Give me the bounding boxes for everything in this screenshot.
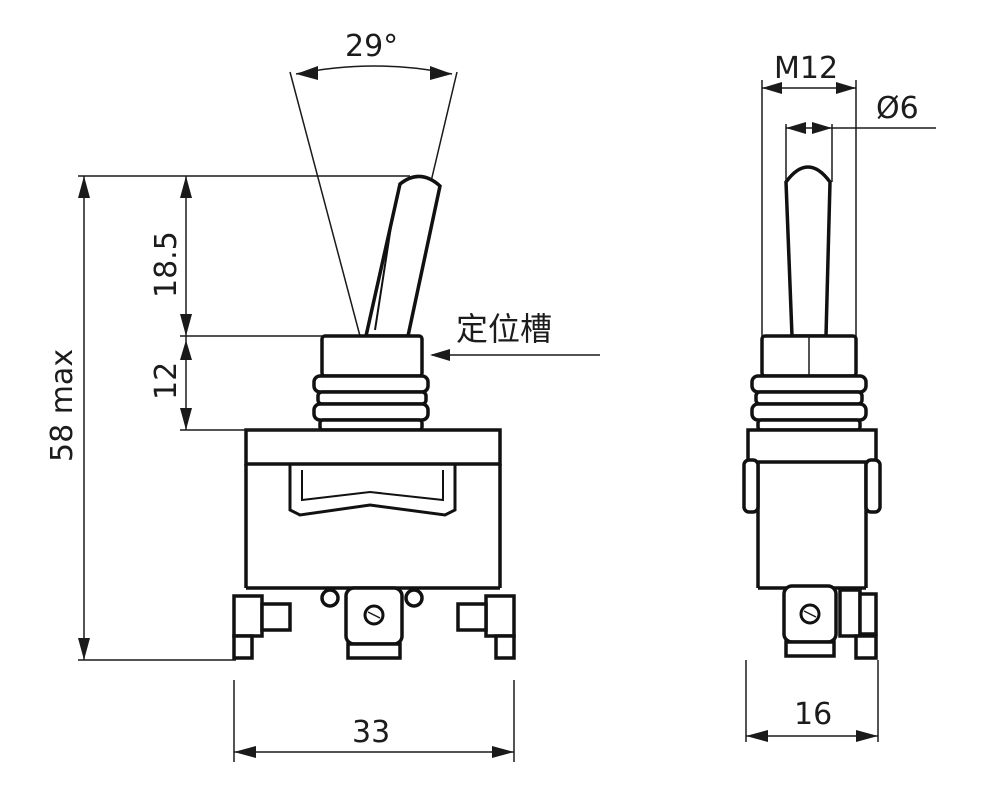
bushing [312, 334, 430, 432]
side-terminals [782, 584, 878, 660]
angle-label: 29° [345, 29, 398, 64]
toggle-lever [363, 174, 442, 338]
side-bushing [750, 334, 868, 432]
side-view: M12 Ø6 16 [742, 51, 936, 742]
thread-label: M12 [774, 51, 838, 86]
side-housing [742, 428, 882, 590]
dim-16-label: 16 [794, 697, 832, 732]
dim-18-5-label: 18.5 [149, 231, 184, 298]
diameter-label: Ø6 [876, 91, 919, 126]
dim-33-label: 33 [352, 715, 390, 750]
dim-58-label: 58 max [45, 349, 80, 462]
front-view: 29° [45, 29, 600, 762]
groove-label: 定位槽 [456, 310, 552, 348]
side-lever [784, 165, 832, 338]
housing [244, 428, 502, 590]
terminals [232, 586, 516, 660]
dim-12-label: 12 [149, 362, 184, 400]
